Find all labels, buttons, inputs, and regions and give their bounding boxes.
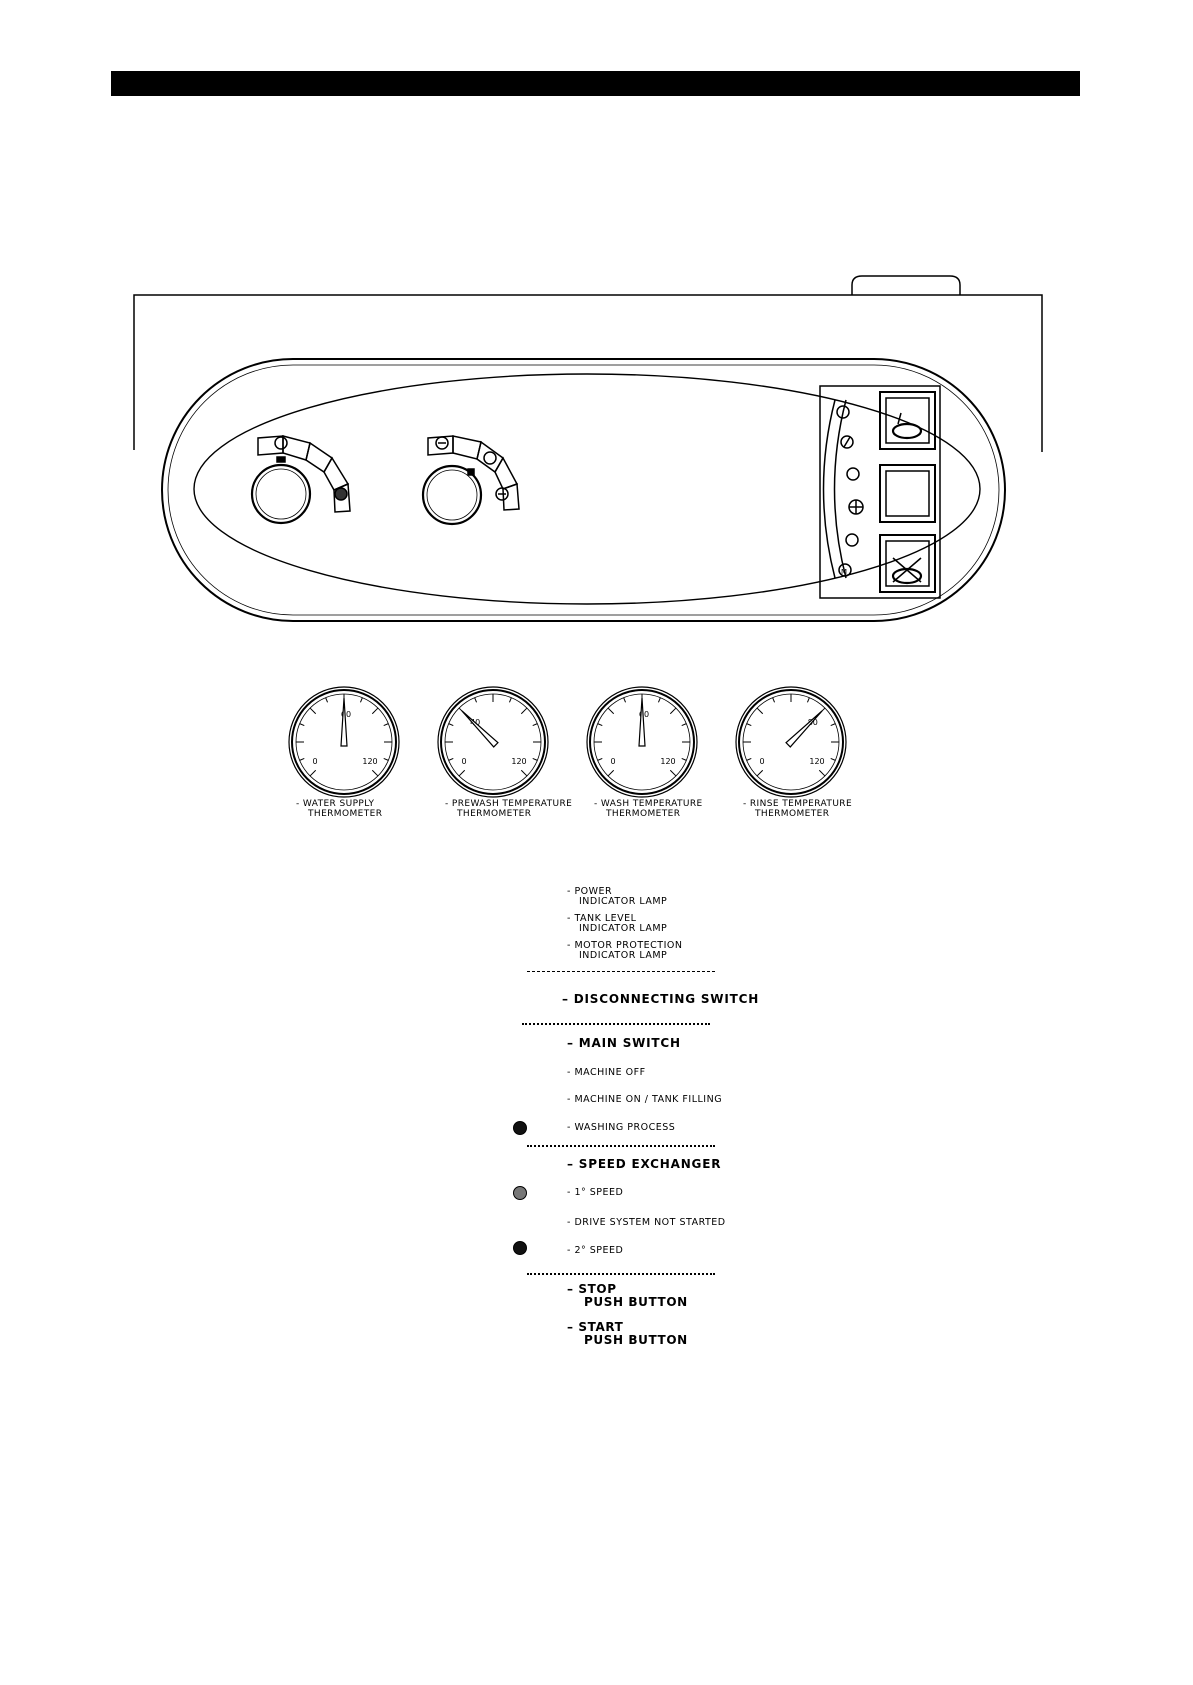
button-block xyxy=(819,385,941,599)
dial-max-label: 120 xyxy=(362,757,377,766)
dial-max-label: 120 xyxy=(660,757,675,766)
dial-needle xyxy=(785,710,823,748)
legend-start: – START PUSH BUTTON xyxy=(567,1320,688,1347)
legend-speed-1: - 1° SPEED xyxy=(567,1187,624,1198)
dial-tick xyxy=(597,757,603,761)
dial-tick xyxy=(806,697,810,703)
panel-capsule xyxy=(161,358,1006,622)
wash-thermometer-label: - WASH TEMPERATURE THERMOMETER xyxy=(594,799,703,819)
dial-tick xyxy=(623,697,627,703)
separator xyxy=(527,971,715,972)
dial-tick xyxy=(532,757,538,761)
dial-tick xyxy=(657,697,661,703)
dial-tick xyxy=(448,723,454,727)
dial-needle xyxy=(340,697,348,747)
legend-main-switch: – MAIN SWITCH xyxy=(567,1036,681,1050)
dial-max-label: 120 xyxy=(809,757,824,766)
dial-tick xyxy=(681,723,687,727)
legend-washing-process: - WASHING PROCESS xyxy=(567,1122,676,1133)
separator xyxy=(522,1023,710,1025)
dial-tick xyxy=(520,769,528,777)
dial-tick xyxy=(681,757,687,761)
svg-text:M: M xyxy=(841,568,847,576)
dial-tick xyxy=(383,723,389,727)
thermometer-dial: 0 120 80 xyxy=(735,686,847,798)
legend-speed-2: - 2° SPEED xyxy=(567,1245,624,1256)
rinse-thermometer-label: - RINSE TEMPERATURE THERMOMETER xyxy=(743,799,853,819)
dial-tick xyxy=(830,757,836,761)
legend-stop: – STOP PUSH BUTTON xyxy=(567,1282,688,1309)
dial-tick xyxy=(474,697,478,703)
dial-needle xyxy=(461,710,499,748)
dial-tick xyxy=(597,723,603,727)
thermometer-dial: 012040 xyxy=(437,686,549,798)
stop-push-button xyxy=(879,534,936,593)
second-speed-icon xyxy=(513,1241,527,1255)
dial-tick xyxy=(359,697,363,703)
dial-tick xyxy=(383,757,389,761)
dial-tick xyxy=(309,769,317,777)
main-switch-knob xyxy=(250,435,351,525)
dial-value-label: 60 xyxy=(341,710,351,719)
dial-min-label: 0 xyxy=(759,757,764,766)
dial-tick xyxy=(746,757,752,761)
blank-push-button xyxy=(879,464,936,523)
housing-tab xyxy=(851,275,961,295)
first-speed-icon xyxy=(513,1186,527,1200)
legend-machine-off: - MACHINE OFF xyxy=(567,1067,646,1078)
legend-machine-on: - MACHINE ON / TANK FILLING xyxy=(567,1094,723,1105)
dial-tick xyxy=(607,769,615,777)
machine-housing xyxy=(133,294,1043,452)
dial-tick xyxy=(669,707,677,715)
dial-tick xyxy=(532,723,538,727)
dial-max-label: 120 xyxy=(511,757,526,766)
dial-min-label: 0 xyxy=(312,757,317,766)
speed-exchanger-knob xyxy=(421,435,520,526)
legend-speed-exchanger: – SPEED EXCHANGER xyxy=(567,1157,722,1171)
dial-min-label: 0 xyxy=(461,757,466,766)
dial-value-label: 80 xyxy=(808,718,818,727)
dial-value-label: 60 xyxy=(639,710,649,719)
dial-tick xyxy=(508,697,512,703)
dial-tick xyxy=(818,769,826,777)
dial-tick xyxy=(772,697,776,703)
dial-tick xyxy=(458,769,466,777)
dial-tick xyxy=(520,707,528,715)
dial-tick xyxy=(756,707,764,715)
washing-process-lamp-icon xyxy=(513,1121,527,1135)
dial-tick xyxy=(669,769,677,777)
dial-tick xyxy=(371,707,379,715)
dial-tick xyxy=(309,707,317,715)
legend-drive-not-started: - DRIVE SYSTEM NOT STARTED xyxy=(567,1217,726,1228)
dial-min-label: 0 xyxy=(610,757,615,766)
dial-tick xyxy=(830,723,836,727)
legend-power: - POWER INDICATOR LAMP xyxy=(567,886,668,907)
dial-tick xyxy=(299,757,305,761)
water-supply-thermometer-label: - WATER SUPPLY THERMOMETER xyxy=(296,799,383,819)
legend-tank-level: - TANK LEVEL INDICATOR LAMP xyxy=(567,913,668,934)
prewash-thermometer-label: - PREWASH TEMPERATURE THERMOMETER xyxy=(445,799,573,819)
separator xyxy=(527,1273,715,1275)
legend-disconnecting-switch: – DISCONNECTING SWITCH xyxy=(562,992,760,1006)
thermometer-dial: 0 120 60 xyxy=(586,686,698,798)
dial-tick xyxy=(746,723,752,727)
thermometer-dial: 0 120 60 xyxy=(288,686,400,798)
dial-tick xyxy=(607,707,615,715)
dial-tick xyxy=(325,697,329,703)
dial-tick xyxy=(448,757,454,761)
dial-tick xyxy=(299,723,305,727)
start-push-button xyxy=(879,391,936,450)
thermometer-row: 012060012040012060012080 xyxy=(288,686,847,798)
separator xyxy=(527,1145,715,1147)
panel-ellipse xyxy=(193,373,981,605)
dial-needle xyxy=(638,697,646,747)
dial-tick xyxy=(371,769,379,777)
header-bar xyxy=(111,71,1080,96)
dial-tick xyxy=(756,769,764,777)
legend-motor-protection: - MOTOR PROTECTION INDICATOR LAMP xyxy=(567,940,683,961)
